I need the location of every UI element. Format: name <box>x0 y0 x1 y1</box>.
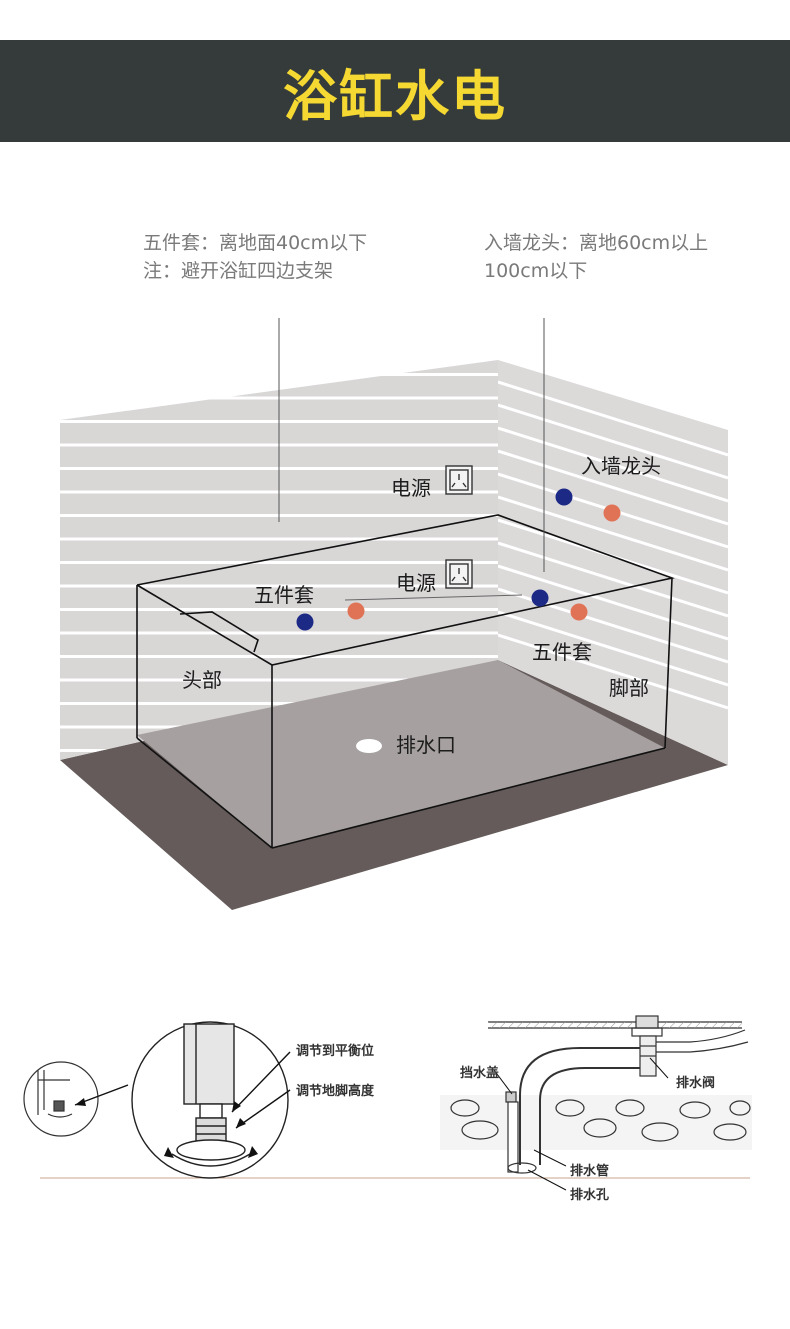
header-banner: 浴缸水电 <box>0 40 790 142</box>
label-water-cover: 挡水盖 <box>460 1066 500 1081</box>
note-wall-faucet: 入墙龙头：离地60cm以上 100cm以下 <box>484 229 708 285</box>
label-five-piece-left: 五件套 <box>254 583 314 607</box>
adjustable-foot-detail <box>131 1021 289 1179</box>
leader-power <box>344 594 523 601</box>
power-socket-icon <box>445 465 473 495</box>
cold-water-dot <box>531 589 549 607</box>
hot-water-dot <box>570 603 588 621</box>
label-head: 头部 <box>182 668 222 692</box>
label-power-lower: 电源 <box>396 571 436 595</box>
hot-water-dot <box>603 504 621 522</box>
label-power-upper: 电源 <box>391 476 431 500</box>
label-adjust-foot-height: 调节地脚高度 <box>296 1084 375 1099</box>
note-five-piece-line2: 注：避开浴缸四边支架 <box>143 260 334 282</box>
tub-foot-overview <box>23 1061 99 1137</box>
drain-pipe-detail <box>440 1015 752 1174</box>
note-five-piece-line1: 五件套：离地面40cm以下 <box>143 232 368 254</box>
label-drain-valve: 排水阀 <box>676 1076 716 1091</box>
label-adjust-balance: 调节到平衡位 <box>296 1044 375 1059</box>
label-drain-pipe: 排水管 <box>570 1164 610 1179</box>
note-five-piece: 五件套：离地面40cm以下 注：避开浴缸四边支架 <box>143 229 367 285</box>
label-wall-faucet: 入墙龙头 <box>581 454 661 478</box>
cold-water-dot <box>296 613 314 631</box>
note-wall-faucet-line2: 100cm以下 <box>484 260 588 282</box>
label-drain-hole: 排水孔 <box>570 1188 610 1203</box>
power-socket-icon <box>445 559 473 589</box>
cold-water-dot <box>555 488 573 506</box>
hot-water-dot <box>347 602 365 620</box>
tub-inner-floor <box>137 660 665 848</box>
drain-icon <box>356 739 382 753</box>
label-foot: 脚部 <box>609 676 649 700</box>
page-title: 浴缸水电 <box>283 64 507 128</box>
bathtub-outline <box>136 514 675 849</box>
label-drain-outlet: 排水口 <box>396 733 456 757</box>
note-wall-faucet-line1: 入墙龙头：离地60cm以上 <box>484 232 709 254</box>
label-five-piece-right: 五件套 <box>532 640 592 664</box>
back-wall <box>60 360 498 760</box>
